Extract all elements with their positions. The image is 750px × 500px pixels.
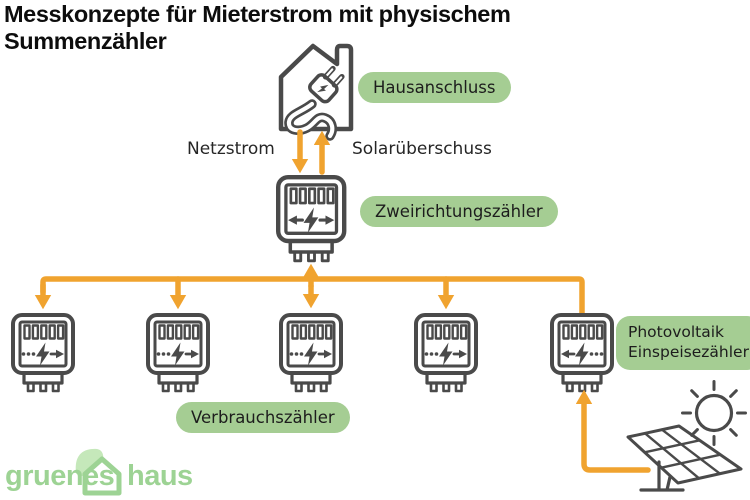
- electric-meter-consumption-icon: [13, 315, 73, 391]
- plug-icon: [284, 65, 345, 141]
- pv-feed-in-badge-line1: Photovoltaik: [628, 323, 725, 341]
- bidirectional-meter-badge: Zweirichtungszähler: [360, 196, 558, 227]
- pv-feed-in-badge: Photovoltaik Einspeisezähler: [616, 316, 750, 370]
- sun-icon: [681, 380, 747, 446]
- logo-word-gruenes: gruenes: [5, 460, 115, 492]
- house-connection-badge: Hausanschluss: [358, 72, 511, 103]
- pv-feed-in-badge-line2: Einspeisezähler: [628, 342, 749, 361]
- logo-house-icon: [82, 456, 122, 496]
- consumption-meters-badge: Verbrauchszähler: [176, 402, 350, 433]
- solar-surplus-label: Solarüberschuss: [352, 139, 492, 159]
- electric-meter-consumption-icon: [281, 315, 341, 391]
- electric-meter-consumption-icon: [148, 315, 208, 391]
- logo-word-haus: haus: [127, 460, 193, 492]
- electric-meter-bidirectional-icon: [278, 177, 344, 261]
- solar-feed-arrow-up: [575, 389, 651, 473]
- page-title: Messkonzepte für Mieterstrom mit physisc…: [4, 1, 511, 55]
- electric-meter-consumption-icon: [416, 315, 476, 391]
- grid-power-label: Netzstrom: [187, 139, 275, 159]
- page-title-line1: Messkonzepte für Mieterstrom mit physisc…: [4, 1, 511, 27]
- electric-meter-pv-feed-in-icon: [552, 315, 612, 391]
- solar-panel-icon: [626, 424, 743, 492]
- house-with-plug-icon: [278, 43, 354, 141]
- page-title-line2: Summenzähler: [4, 28, 167, 54]
